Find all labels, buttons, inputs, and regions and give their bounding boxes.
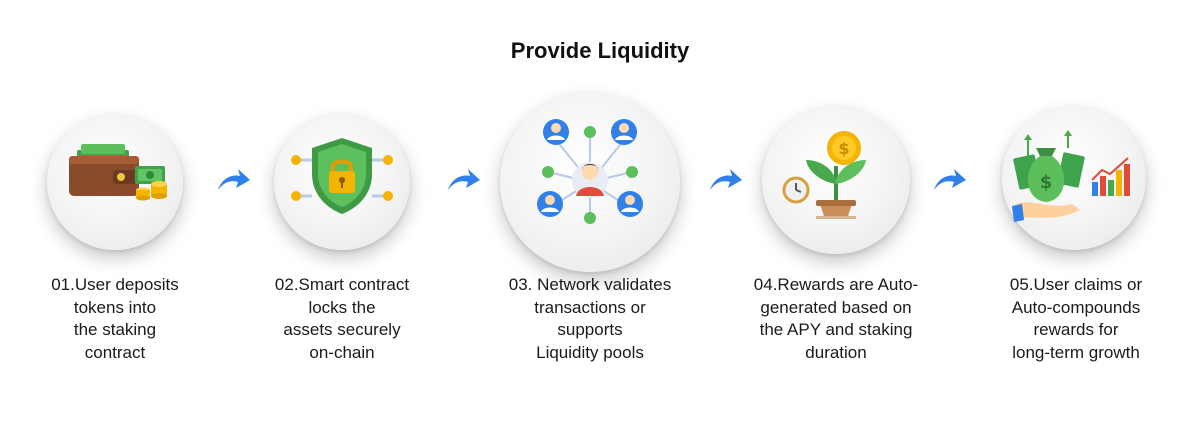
step-1-line: contract bbox=[84, 342, 146, 362]
step-3-line: supports bbox=[557, 320, 623, 339]
step-1-line: the staking bbox=[73, 320, 157, 339]
arrow-right-icon bbox=[218, 169, 250, 190]
coin-plant-icon: $ bbox=[782, 131, 866, 219]
step-5-line: Auto-compounds bbox=[1011, 297, 1141, 317]
shield-lock-icon bbox=[291, 138, 393, 214]
money-bag-growth-icon: $ bbox=[1012, 130, 1130, 222]
step-2-line: 02.Smart contract bbox=[274, 275, 410, 294]
svg-text:$: $ bbox=[838, 139, 849, 158]
step-3-line: transactions or bbox=[534, 297, 646, 317]
step-1-line: 01.User deposits bbox=[51, 275, 179, 294]
step-5-circle: $ bbox=[1002, 106, 1146, 250]
step-3-line: 03. Network validates bbox=[508, 275, 672, 294]
step-4-circle: $ bbox=[762, 106, 910, 254]
step-1-text: 01.User deposits tokens into the staking… bbox=[5, 274, 225, 364]
step-5-line: long-term growth bbox=[1012, 342, 1140, 362]
step-1-line: tokens into bbox=[73, 297, 157, 317]
step-5-line: 05.User claims or bbox=[1009, 275, 1143, 294]
arrow-right-icon bbox=[448, 169, 480, 190]
arrow-right-icon bbox=[710, 169, 742, 190]
wallet-money-icon bbox=[69, 144, 167, 201]
step-3-text: 03. Network validates transactions or su… bbox=[480, 274, 700, 364]
step-4-line: the APY and staking bbox=[759, 320, 913, 339]
step-2-line: assets securely bbox=[283, 320, 401, 339]
step-2-line: locks the bbox=[308, 297, 376, 317]
step-4-text: 04.Rewards are Auto- generated based on … bbox=[726, 274, 946, 364]
network-users-icon bbox=[537, 119, 643, 224]
step-3-line: Liquidity pools bbox=[536, 342, 644, 362]
step-1-circle bbox=[47, 114, 183, 250]
diagram-title: Provide Liquidity bbox=[510, 38, 690, 63]
step-4-line: duration bbox=[805, 342, 867, 362]
arrow-right-icon bbox=[934, 169, 966, 190]
step-4-line: generated based on bbox=[760, 297, 912, 317]
step-2-text: 02.Smart contract locks the assets secur… bbox=[232, 274, 452, 364]
step-2-line: on-chain bbox=[309, 342, 375, 362]
step-5-line: rewards for bbox=[1033, 320, 1119, 339]
step-2-circle bbox=[274, 114, 410, 250]
step-4-line: 04.Rewards are Auto- bbox=[753, 275, 919, 294]
step-5-text: 05.User claims or Auto-compounds rewards… bbox=[966, 274, 1186, 364]
step-3-circle bbox=[500, 92, 680, 272]
svg-text:$: $ bbox=[1040, 172, 1053, 193]
